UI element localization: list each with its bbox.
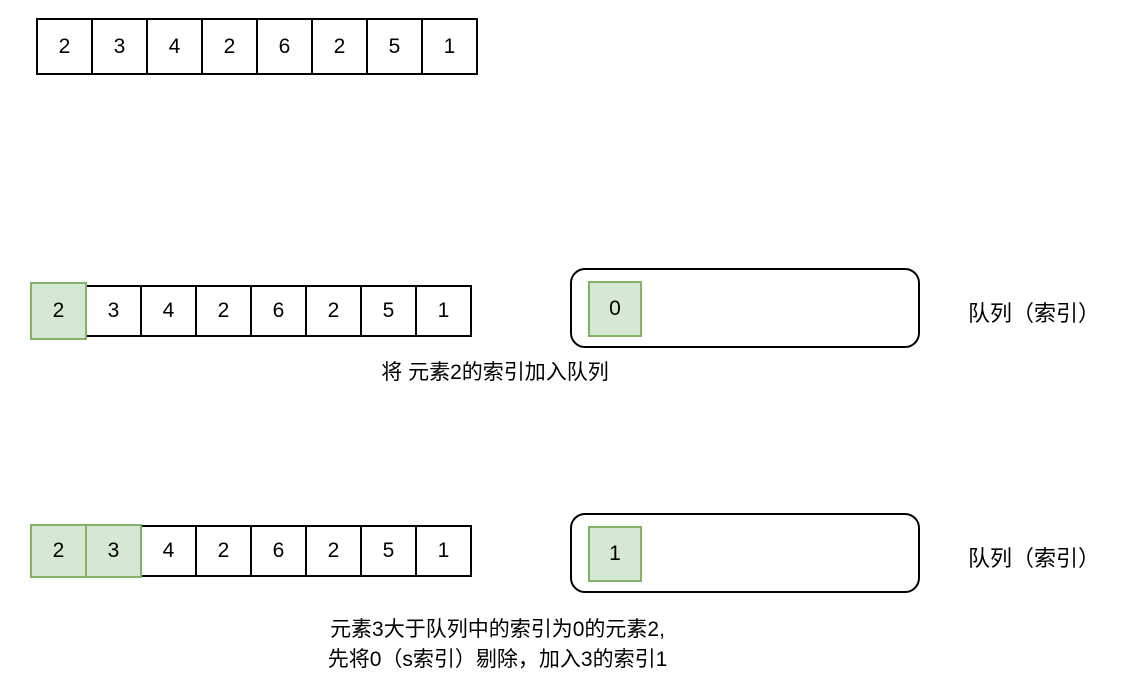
queue-box-step1: 0 (570, 268, 920, 348)
array-cell-highlighted: 3 (85, 524, 142, 578)
array-cell: 3 (91, 18, 148, 75)
array-cell: 4 (140, 285, 197, 337)
array-cell: 6 (256, 18, 313, 75)
step2-caption: 元素3大于队列中的索引为0的元素2, 先将0（s索引）剔除，加入3的索引1 (200, 615, 795, 675)
array-cell: 2 (195, 525, 252, 577)
array-cell: 2 (36, 18, 93, 75)
array-step2: 2 3 4 2 6 2 5 1 (30, 522, 472, 580)
array-cell: 6 (250, 525, 307, 577)
queue-box-step2: 1 (570, 513, 920, 593)
array-cell: 4 (140, 525, 197, 577)
array-cell: 5 (366, 18, 423, 75)
step1-caption: 将 元素2的索引加入队列 (381, 361, 609, 384)
queue-label: 队列（索引） (968, 301, 1101, 326)
queue-label: 队列（索引） (968, 546, 1101, 571)
array-cell: 6 (250, 285, 307, 337)
array-cell: 1 (421, 18, 478, 75)
array-cell-highlighted: 2 (30, 524, 87, 578)
queue-cell: 0 (588, 281, 642, 337)
array-step1: 2 3 4 2 6 2 5 1 (30, 282, 472, 340)
array-cell: 1 (415, 525, 472, 577)
array-cell: 2 (201, 18, 258, 75)
array-cell: 5 (360, 525, 417, 577)
array-cell: 1 (415, 285, 472, 337)
array-cell: 5 (360, 285, 417, 337)
array-cell: 4 (146, 18, 203, 75)
queue-cell: 1 (588, 526, 642, 582)
array-cell: 2 (305, 525, 362, 577)
step2-caption-line1: 元素3大于队列中的索引为0的元素2, (330, 618, 665, 641)
step2-caption-line2: 先将0（s索引）剔除，加入3的索引1 (327, 648, 668, 671)
array-cell: 3 (85, 285, 142, 337)
array-cell-highlighted: 2 (30, 282, 87, 340)
array-cell: 2 (195, 285, 252, 337)
array-step0: 2 3 4 2 6 2 5 1 (36, 17, 478, 76)
array-cell: 2 (311, 18, 368, 75)
array-cell: 2 (305, 285, 362, 337)
